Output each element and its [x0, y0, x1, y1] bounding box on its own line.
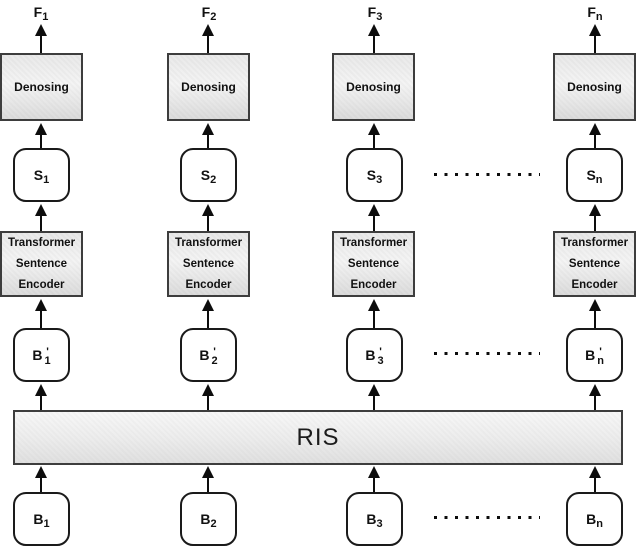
arrow-up-icon — [34, 466, 48, 492]
arrow-up-icon — [367, 24, 381, 53]
denoising-box-2: Denosing — [167, 53, 250, 121]
arrow-up-icon — [34, 299, 48, 328]
b-box-3: B3 — [346, 492, 403, 546]
arrow-up-icon — [588, 123, 602, 148]
ellipsis-dots — [434, 173, 540, 176]
arrow-up-icon — [367, 384, 381, 410]
f-label-1: F1 — [33, 4, 49, 23]
arrow-up-icon — [367, 466, 381, 492]
b-prime-box-3: B'3 — [346, 328, 403, 382]
s-box-n: Sn — [566, 148, 623, 202]
ris-box: RIS — [13, 410, 623, 465]
arrow-up-icon — [367, 204, 381, 231]
arrow-up-icon — [588, 384, 602, 410]
b-prime-box-n: B'n — [566, 328, 623, 382]
b-box-2: B2 — [180, 492, 237, 546]
arrow-up-icon — [201, 384, 215, 410]
f-label-3: F3 — [367, 4, 383, 23]
arrow-up-icon — [201, 24, 215, 53]
arrow-up-icon — [34, 204, 48, 231]
s-box-2: S2 — [180, 148, 237, 202]
s-box-3: S3 — [346, 148, 403, 202]
b-prime-box-1: B'1 — [13, 328, 70, 382]
arrow-up-icon — [367, 123, 381, 148]
arrow-up-icon — [588, 204, 602, 231]
arrow-up-icon — [201, 123, 215, 148]
b-prime-box-2: B'2 — [180, 328, 237, 382]
b-box-1: B1 — [13, 492, 70, 546]
arrow-up-icon — [367, 299, 381, 328]
denoising-box-1: Denosing — [0, 53, 83, 121]
arrow-up-icon — [588, 24, 602, 53]
b-box-n: Bn — [566, 492, 623, 546]
arrow-up-icon — [588, 466, 602, 492]
ellipsis-dots — [434, 352, 540, 355]
f-label-2: F2 — [201, 4, 217, 23]
ellipsis-dots — [434, 516, 540, 519]
denoising-box-n: Denosing — [553, 53, 636, 121]
arrow-up-icon — [201, 466, 215, 492]
arrow-up-icon — [201, 204, 215, 231]
f-label-n: Fn — [587, 4, 603, 23]
denoising-box-3: Denosing — [332, 53, 415, 121]
arrow-up-icon — [588, 299, 602, 328]
arrow-up-icon — [34, 24, 48, 53]
s-box-1: S1 — [13, 148, 70, 202]
arrow-up-icon — [34, 123, 48, 148]
arrow-up-icon — [34, 384, 48, 410]
arrow-up-icon — [201, 299, 215, 328]
